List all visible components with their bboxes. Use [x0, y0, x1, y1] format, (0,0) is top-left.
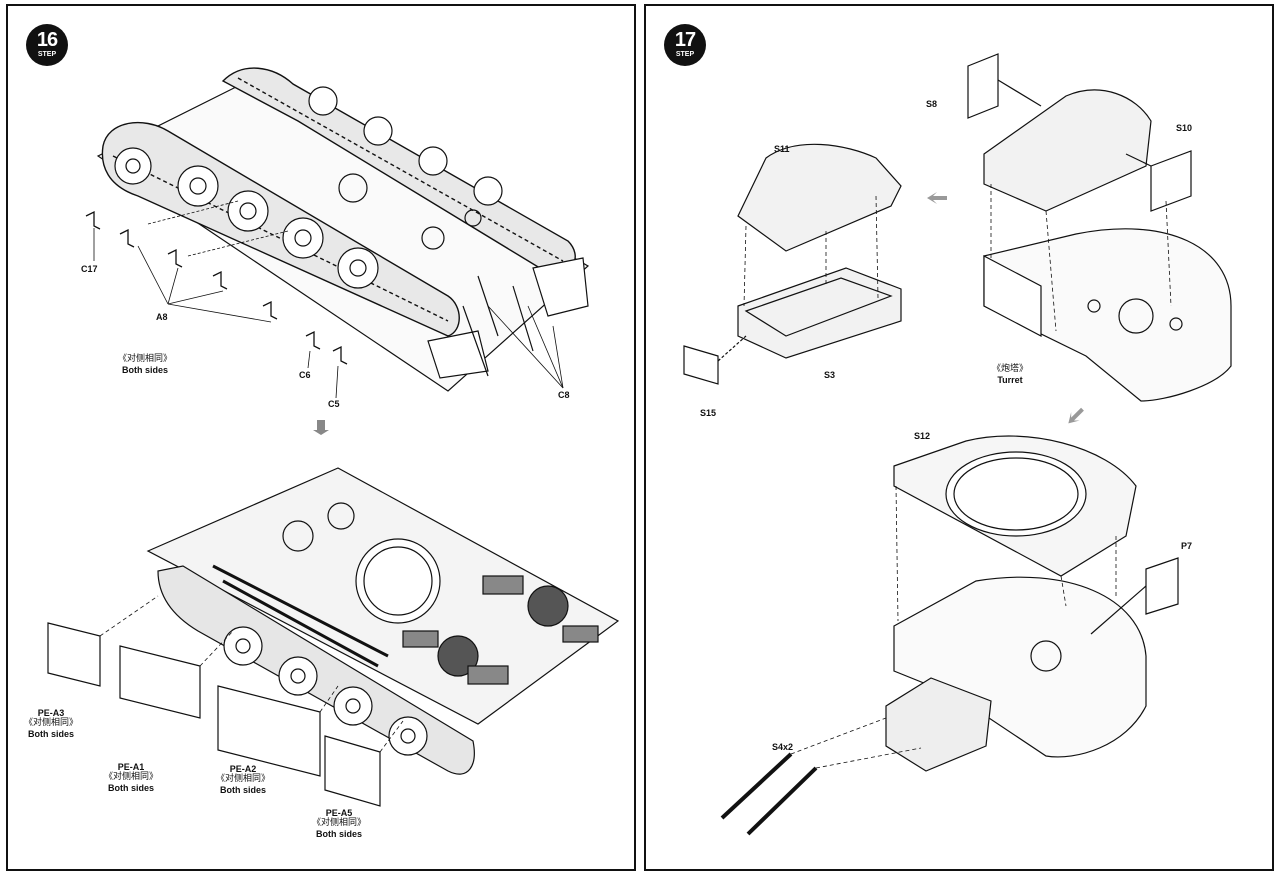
- turret-assembly-diagram: [683, 53, 1232, 836]
- label-pe-a1: PE-A1: [117, 762, 145, 772]
- step-label: STEP: [37, 51, 57, 58]
- label-s12: S12: [914, 431, 931, 441]
- turret-mantlet: [983, 89, 1152, 212]
- hull-hatch-1: [338, 173, 368, 203]
- both-sides-cn: 《对侧相同》: [104, 772, 159, 782]
- part-s3: [737, 267, 902, 359]
- instruction-page-step-16: 16 STEP: [6, 4, 636, 871]
- part-s15: [683, 345, 719, 385]
- both-sides-en: Both sides: [316, 829, 363, 839]
- note-pe-a5: PE-A5 《对侧相同》 Both sides: [312, 808, 366, 839]
- step-label: STEP: [675, 51, 695, 58]
- instruction-page-step-17: 17 STEP: [644, 4, 1274, 871]
- road-wheels-far: [308, 86, 503, 206]
- turret-cn: 《炮塔》: [992, 364, 1029, 374]
- turret-en: Turret: [997, 375, 1023, 385]
- label-p7: P7: [1181, 541, 1193, 551]
- skirt-pe-a5: [324, 735, 381, 807]
- both-sides-cn: 《对侧相同》: [216, 774, 271, 784]
- both-sides-en: Both sides: [122, 365, 169, 375]
- gun-mantlet: [885, 677, 992, 772]
- both-sides-en: Both sides: [220, 785, 267, 795]
- both-sides-en: Both sides: [108, 783, 155, 793]
- label-s15: S15: [700, 408, 717, 418]
- step-number: 16: [36, 29, 58, 51]
- part-p7: [1145, 557, 1179, 615]
- part-s10: [1150, 150, 1192, 212]
- skirt-pe-a2: [217, 685, 321, 777]
- lower-turret-body: [893, 576, 1147, 758]
- label-a8: A8: [156, 312, 168, 322]
- hull-hatch-2: [421, 226, 445, 250]
- note-pe-a2: PE-A2 《对侧相同》 Both sides: [216, 764, 270, 795]
- side-skirt-plates: [47, 622, 381, 807]
- turret-ring: [355, 538, 441, 624]
- step-16-badge: 16 STEP: [26, 24, 68, 66]
- skirt-pe-a3: [47, 622, 101, 687]
- part-s11: [737, 143, 902, 252]
- skirt-pe-a1: [119, 645, 201, 719]
- note-pe-a1: PE-A1 《对侧相同》 Both sides: [104, 762, 158, 793]
- hook-parts: [85, 210, 348, 365]
- note-turret: 《炮塔》 Turret: [992, 364, 1028, 385]
- part-s8: [967, 53, 999, 119]
- label-c5: C5: [328, 399, 340, 409]
- both-sides-cn: 《对侧相同》: [24, 718, 79, 728]
- label-c6: C6: [299, 370, 311, 380]
- road-wheels-near: [114, 147, 379, 289]
- both-sides-en: Both sides: [28, 729, 75, 739]
- label-c8: C8: [558, 390, 570, 400]
- step-number: 17: [674, 29, 696, 51]
- label-s4x2: S4x2: [772, 742, 794, 752]
- assembled-hull-diagram: [47, 467, 620, 807]
- label-s11: S11: [774, 144, 790, 154]
- both-sides-cn: 《对侧相同》: [118, 354, 173, 364]
- label-s8: S8: [926, 99, 938, 109]
- label-s10: S10: [1176, 123, 1193, 133]
- both-sides-cn: 《对侧相同》: [312, 818, 367, 828]
- hull-assembly-diagram: [47, 67, 620, 807]
- label-pe-a3: PE-A3: [37, 708, 65, 718]
- step-17-badge: 17 STEP: [664, 24, 706, 66]
- label-pe-a2: PE-A2: [229, 764, 257, 774]
- note-pe-a3: PE-A3 《对侧相同》 Both sides: [24, 708, 78, 739]
- label-c17: C17: [81, 264, 98, 274]
- note-both-sides-top: 《对侧相同》 Both sides: [118, 354, 172, 375]
- barrels-s4: [720, 752, 818, 836]
- label-pe-a5: PE-A5: [325, 808, 353, 818]
- label-s3: S3: [824, 370, 836, 380]
